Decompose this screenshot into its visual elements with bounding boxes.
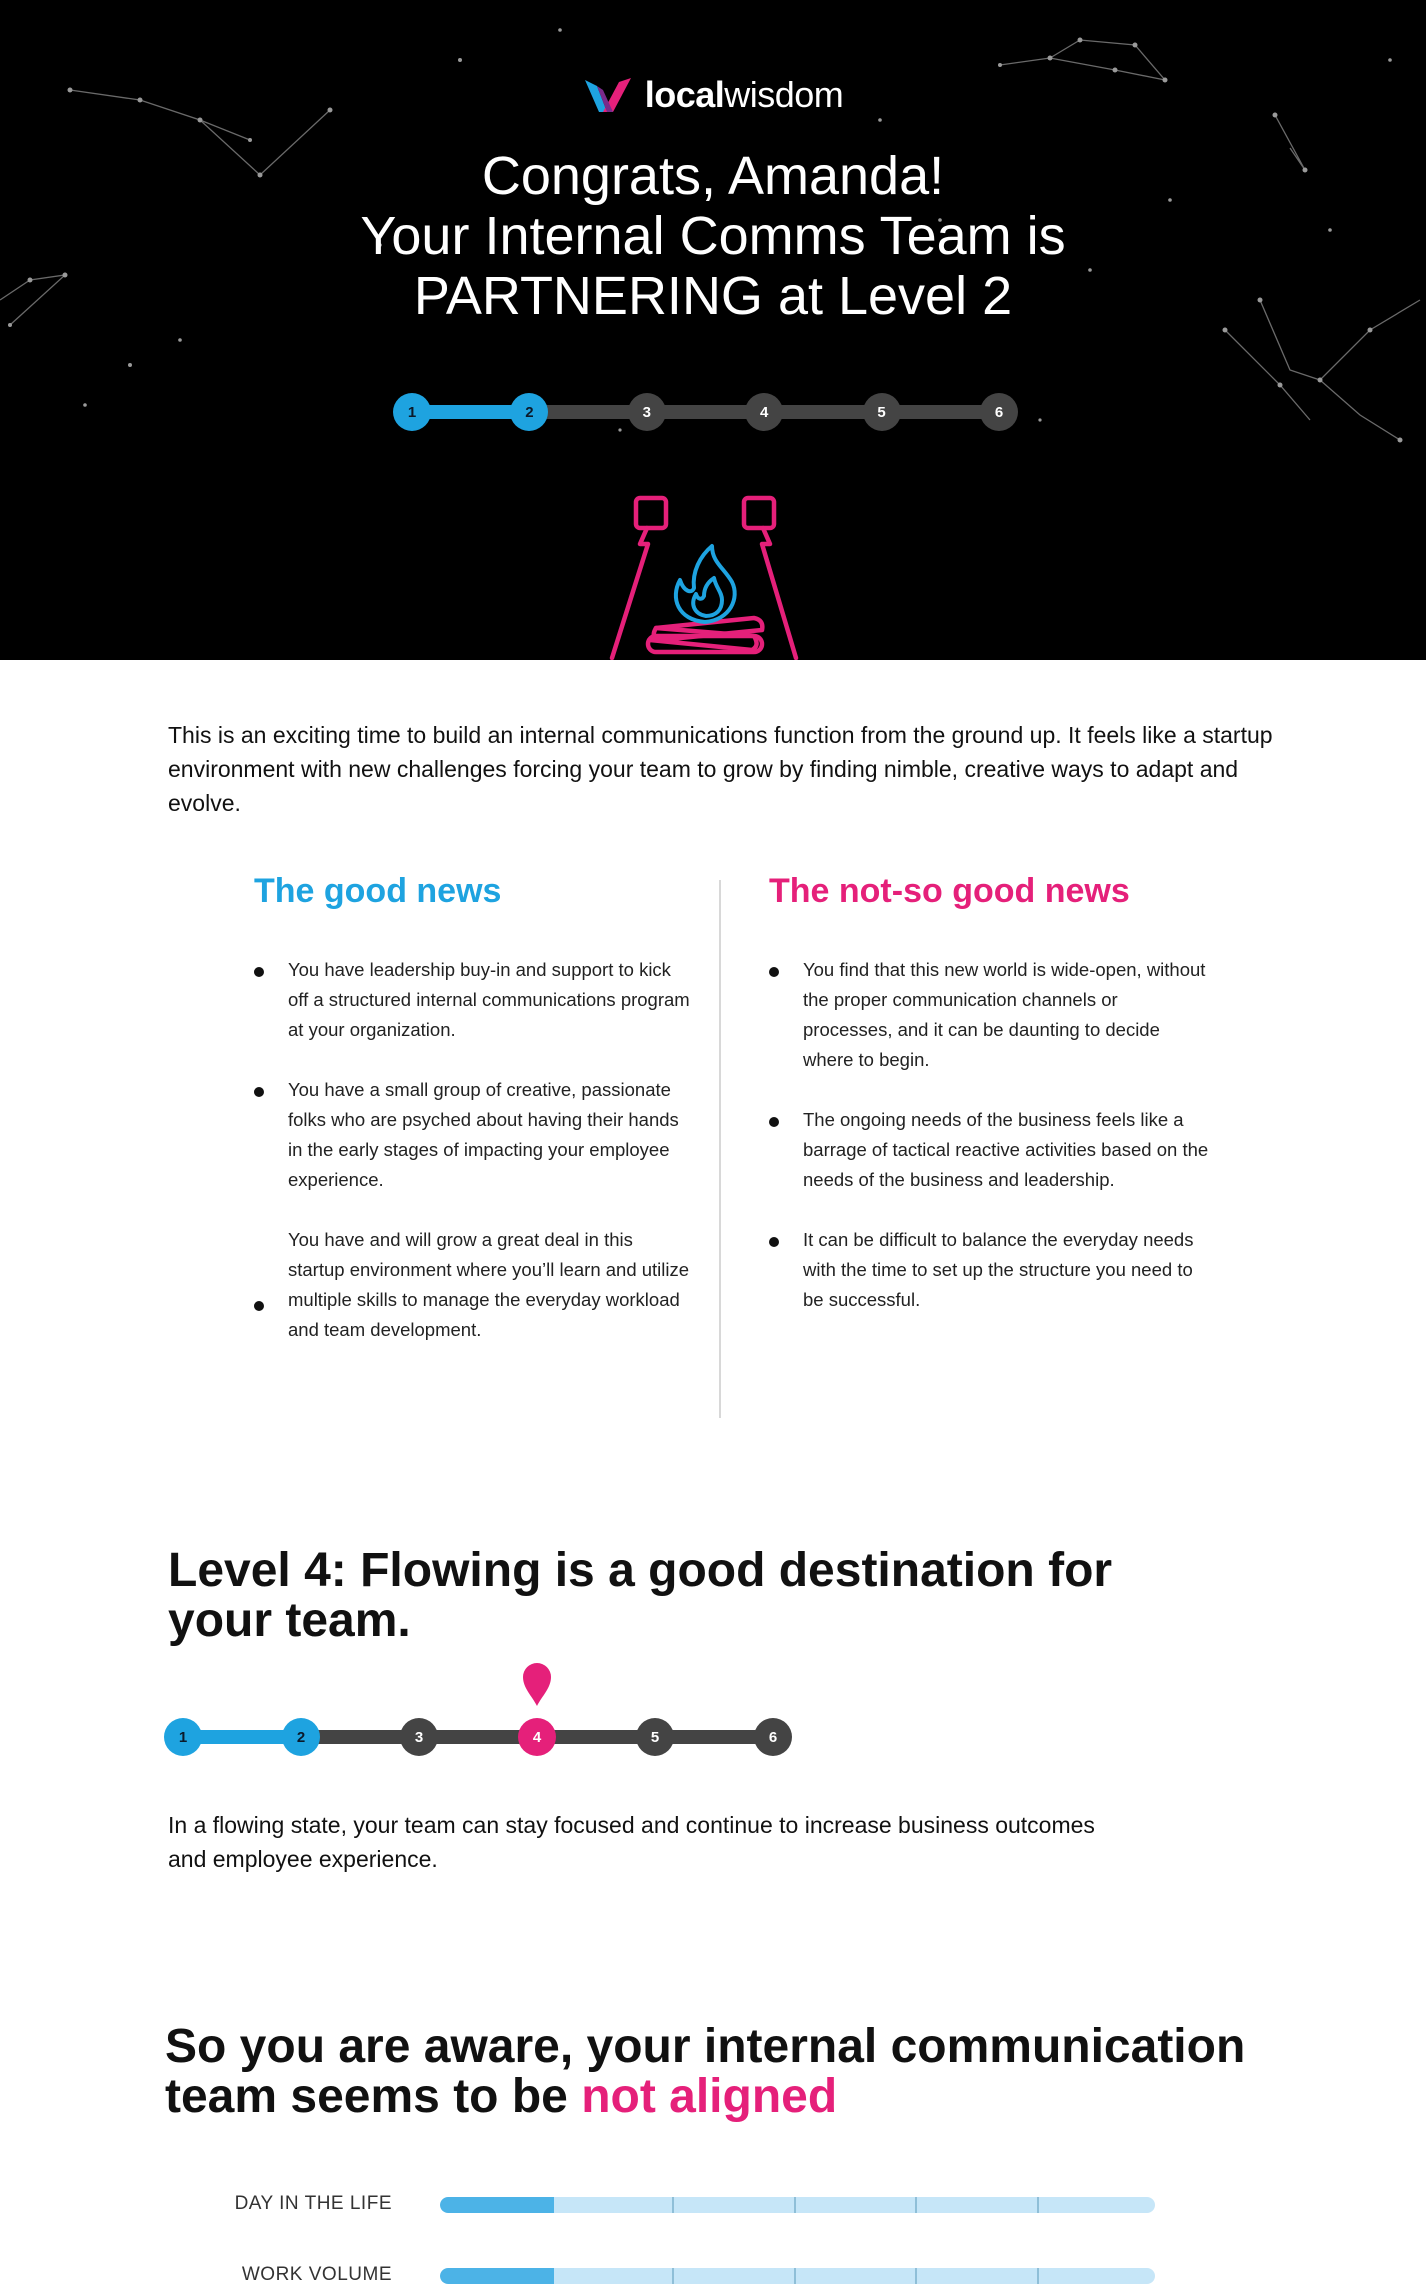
metric-tick bbox=[915, 2268, 918, 2284]
progress-step-2: 2 bbox=[282, 1718, 320, 1756]
progress-step-4: 4 bbox=[518, 1718, 556, 1756]
level-progress-destination: 1 2 3 4 5 6 bbox=[164, 1663, 792, 1758]
progress-track bbox=[412, 405, 999, 419]
metric-tick bbox=[672, 2268, 675, 2284]
metric-tick bbox=[672, 2197, 675, 2213]
alignment-title: So you are aware, your internal communic… bbox=[165, 2020, 1246, 2123]
progress-step-4: 4 bbox=[745, 393, 784, 431]
list-item: You have and will grow a great deal in t… bbox=[254, 1225, 694, 1345]
metric-label: DAY IN THE LIFE bbox=[234, 2193, 392, 2214]
metric-work-volume: WORK VOLUME bbox=[0, 2260, 1426, 2290]
progress-step-2: 2 bbox=[510, 393, 549, 431]
metric-bar bbox=[440, 2197, 1155, 2213]
hero-title: Congrats, Amanda! Your Internal Comms Te… bbox=[0, 146, 1426, 326]
progress-fill bbox=[183, 1730, 301, 1744]
progress-step-5: 5 bbox=[636, 1718, 674, 1756]
metric-bar-fill bbox=[440, 2197, 555, 2213]
progress-step-6: 6 bbox=[980, 393, 1018, 431]
target-pin-icon bbox=[523, 1663, 551, 1706]
metric-label: WORK VOLUME bbox=[241, 2264, 392, 2285]
hero-title-line-1: Congrats, Amanda! bbox=[481, 146, 945, 206]
progress-step-3: 3 bbox=[400, 1718, 438, 1756]
good-news-list: You have leadership buy-in and support t… bbox=[254, 955, 694, 1345]
alignment-highlight: not aligned bbox=[581, 2070, 838, 2123]
good-news-title: The good news bbox=[254, 872, 502, 910]
list-item: The ongoing needs of the business feels … bbox=[769, 1105, 1209, 1195]
progress-step-6: 6 bbox=[754, 1718, 792, 1756]
list-item: It can be difficult to balance the every… bbox=[769, 1225, 1209, 1315]
metric-tick bbox=[1037, 2268, 1040, 2284]
progress-track bbox=[183, 1730, 773, 1744]
hero-banner: localwisdom Congrats, Amanda! Your Inter… bbox=[0, 0, 1426, 660]
campfire-icon bbox=[609, 495, 799, 660]
local-wisdom-logo-icon bbox=[584, 78, 631, 112]
intro-paragraph: This is an exciting time to build an int… bbox=[168, 722, 1273, 816]
metric-tick bbox=[793, 2268, 796, 2284]
metric-tick bbox=[915, 2197, 918, 2213]
logo-wordmark: localwisdom bbox=[644, 74, 844, 115]
bad-news-list: You find that this new world is wide-ope… bbox=[769, 955, 1209, 1315]
list-item: You have leadership buy-in and support t… bbox=[254, 955, 694, 1045]
level-progress-top: 1 2 3 4 5 6 bbox=[393, 393, 1018, 433]
hero-title-line-2: Your Internal Comms Team is bbox=[360, 206, 1066, 266]
progress-step-1: 1 bbox=[393, 393, 431, 431]
flowing-paragraph: In a flowing state, your team can stay f… bbox=[168, 1812, 1095, 1872]
progress-fill bbox=[412, 405, 530, 419]
good-news-column: The good news You have leadership buy-in… bbox=[254, 872, 694, 1375]
list-item: You find that this new world is wide-ope… bbox=[769, 955, 1209, 1075]
column-divider bbox=[719, 880, 721, 1418]
progress-step-1: 1 bbox=[164, 1718, 202, 1756]
progress-step-3: 3 bbox=[627, 393, 666, 431]
metric-tick bbox=[793, 2197, 796, 2213]
list-item: You have a small group of creative, pass… bbox=[254, 1075, 694, 1195]
bad-news-title: The not-so good news bbox=[769, 872, 1130, 910]
logo: localwisdom bbox=[0, 74, 1426, 116]
bad-news-column: The not-so good news You find that this … bbox=[769, 872, 1209, 1345]
metric-bar-fill bbox=[440, 2268, 555, 2284]
metric-tick bbox=[1037, 2197, 1040, 2213]
metric-bar bbox=[440, 2268, 1155, 2284]
hero-title-line-3: PARTNERING at Level 2 bbox=[413, 266, 1013, 326]
constellation-background bbox=[0, 28, 1421, 443]
progress-step-5: 5 bbox=[862, 393, 901, 431]
destination-title: Level 4: Flowing is a good destination f… bbox=[168, 1544, 1113, 1647]
metric-day-in-the-life: DAY IN THE LIFE bbox=[0, 2189, 1426, 2219]
